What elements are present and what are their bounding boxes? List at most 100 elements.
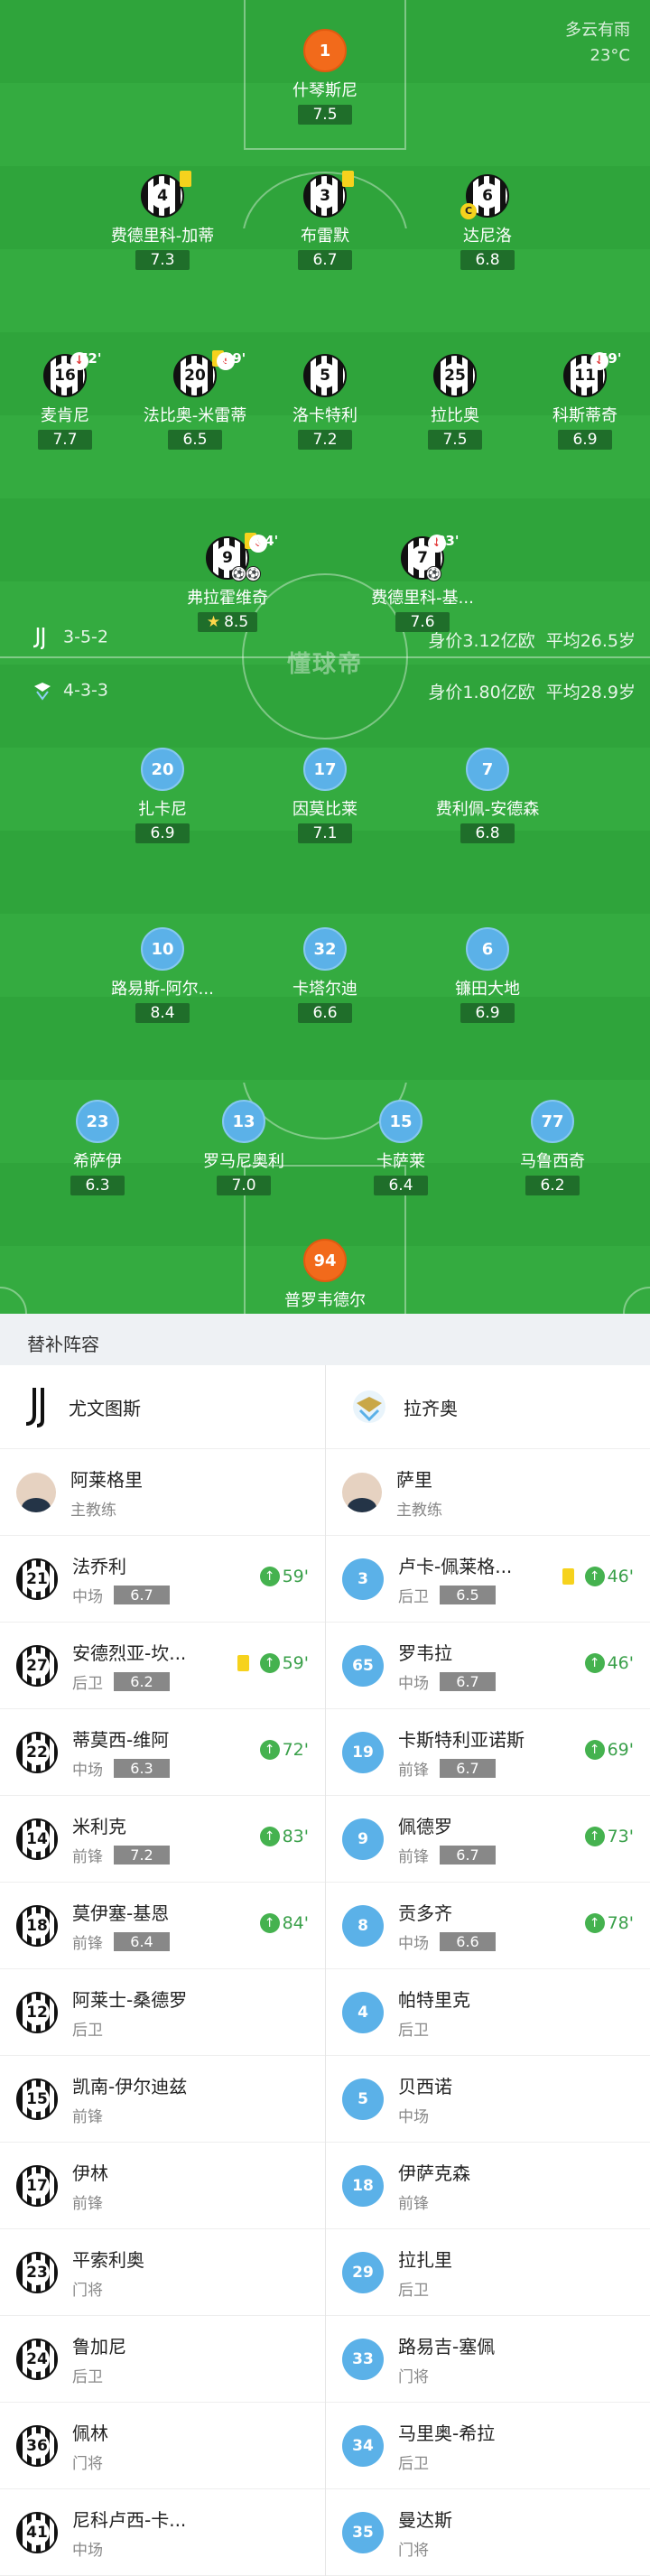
home-team-value: 身价3.12亿欧 bbox=[428, 631, 535, 651]
sub-in-arrow-icon: ↑ bbox=[259, 1827, 280, 1846]
minute-value: 84' bbox=[282, 1913, 309, 1933]
away-formation: 4-3-3 bbox=[32, 679, 108, 702]
sub-position: 门将 bbox=[398, 2541, 429, 2560]
penalty-box-top bbox=[244, 0, 406, 150]
player-name: 卡萨莱 bbox=[376, 1152, 425, 1171]
yellow-card-icon bbox=[180, 171, 191, 187]
sub-position: 后卫 bbox=[398, 2021, 429, 2040]
player-name: 布雷默 bbox=[301, 227, 349, 246]
player-rating: 6.8 bbox=[460, 823, 515, 843]
jersey-number: 6 bbox=[475, 183, 500, 209]
sub-in-arrow-icon: ↑ bbox=[584, 1567, 605, 1586]
pitch: 懂球帝 多云有雨 23°C 3-5-2 身价3.12亿欧平均26.5岁 4-3-… bbox=[0, 0, 650, 1314]
jersey-number: 24 bbox=[24, 2346, 50, 2372]
player-rating: 6.6 bbox=[298, 1003, 352, 1023]
home-coach-row[interactable]: 阿莱格里 主教练 bbox=[0, 1449, 325, 1536]
sub-position: 后卫 bbox=[72, 2021, 103, 2040]
sub-jersey-icon: 22 bbox=[16, 1731, 58, 1773]
juventus-logo-icon bbox=[32, 628, 45, 649]
sub-position-line: 门将 bbox=[398, 2364, 495, 2386]
away-coach-row[interactable]: 萨里 主教练 bbox=[326, 1449, 650, 1536]
player-marker[interactable]: 9↓84'⚽⚽弗拉霍维奇★8.5 bbox=[151, 533, 304, 632]
sub-info: 伊林前锋 bbox=[72, 2159, 108, 2213]
jersey-number: 23 bbox=[24, 2259, 50, 2285]
player-marker[interactable]: 94普罗韦德尔6.8 bbox=[248, 1239, 402, 1314]
player-marker[interactable]: 7↓83'⚽费德里科-基...7.6 bbox=[346, 533, 499, 632]
jersey-number: 20 bbox=[182, 363, 208, 388]
jersey-number: 5 bbox=[312, 363, 338, 388]
jersey-icon: 4 bbox=[141, 171, 191, 218]
player-marker[interactable]: 7 费利佩-安德森 6.8 bbox=[411, 748, 564, 843]
sub-jersey-icon: 23 bbox=[16, 2251, 58, 2293]
sub-on-minute: ↑59' bbox=[259, 1567, 309, 1586]
sub-position-line: 后卫 bbox=[72, 2364, 126, 2386]
minute-value: 46' bbox=[607, 1567, 634, 1586]
player-name: 费利佩-安德森 bbox=[435, 800, 540, 819]
minute-value: 73' bbox=[607, 1827, 634, 1846]
sub-position-line: 后卫 bbox=[398, 2450, 495, 2473]
sub-rating: 6.5 bbox=[440, 1585, 496, 1604]
player-name: 卡塔尔迪 bbox=[292, 980, 358, 999]
player-rating: 7.3 bbox=[135, 250, 190, 270]
sub-jersey-icon: 15 bbox=[16, 2078, 58, 2120]
sub-on-minute: ↑84' bbox=[259, 1913, 309, 1933]
jersey-number: 36 bbox=[24, 2432, 50, 2459]
substitution-icon: ↓ bbox=[249, 535, 267, 553]
player-name: 科斯蒂奇 bbox=[552, 406, 618, 425]
sub-rating: 6.7 bbox=[114, 1585, 170, 1604]
jersey-icon: 7 bbox=[466, 748, 509, 791]
away-team-info: 身价1.80亿欧平均28.9岁 bbox=[417, 679, 636, 703]
home-team-header[interactable]: 尤文图斯 bbox=[0, 1365, 325, 1449]
away-team-header[interactable]: 拉齐奥 bbox=[326, 1365, 650, 1449]
jersey-number: 3 bbox=[312, 183, 338, 209]
sub-jersey-icon: 24 bbox=[16, 2338, 58, 2380]
sub-minute: 59' bbox=[598, 350, 622, 367]
minute-value: 78' bbox=[607, 1913, 634, 1933]
